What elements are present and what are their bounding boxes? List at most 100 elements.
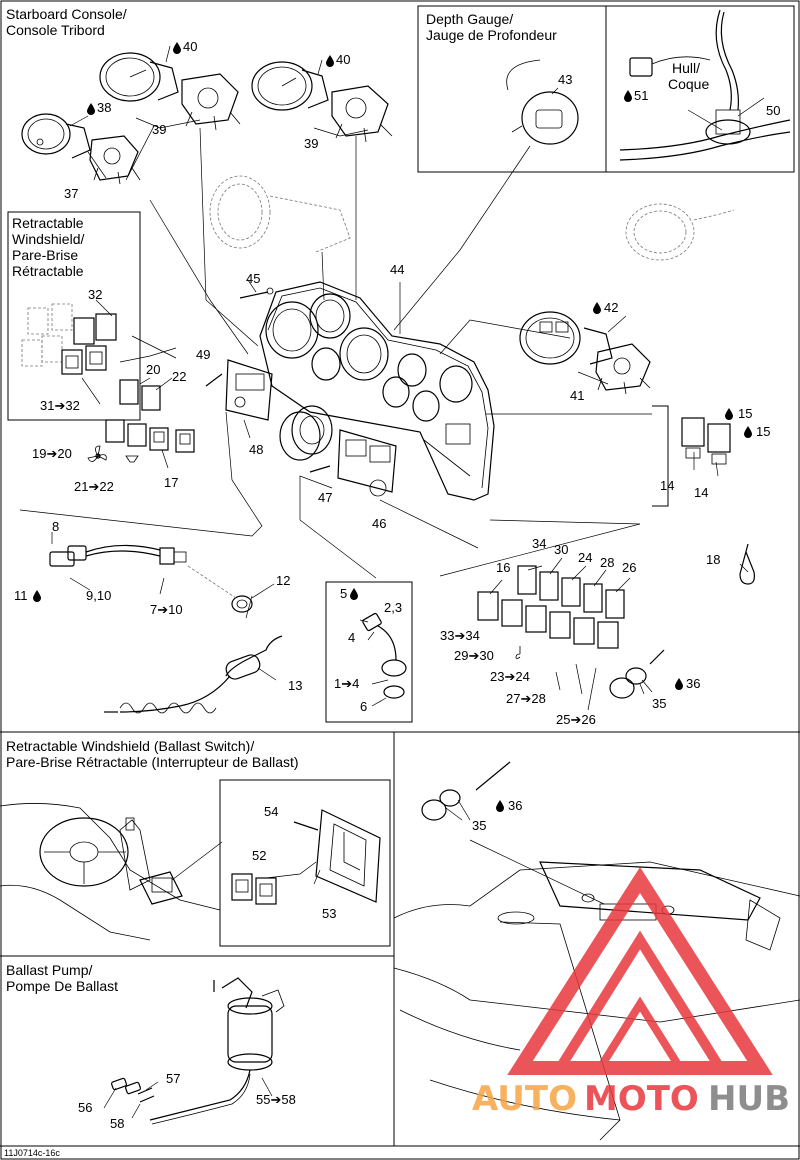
figure-code: 11J0714c-16c xyxy=(4,1148,60,1158)
switch-plate-48 xyxy=(225,359,273,421)
callout-42: 42 xyxy=(604,300,618,315)
callout-20: 20 xyxy=(146,362,160,377)
callout-15: 15 xyxy=(738,406,752,421)
starboard-title-en: Starboard Console/ xyxy=(6,6,127,22)
screw-47 xyxy=(309,465,331,473)
windshield-title-1: Retractable xyxy=(12,215,84,231)
gauge-bracket-39a xyxy=(181,73,241,131)
drop-icon xyxy=(326,55,334,67)
drop-icon xyxy=(33,590,41,602)
callout-50: 50 xyxy=(766,103,780,118)
callout-36: 36 xyxy=(508,798,522,813)
drop-icon xyxy=(87,103,95,115)
callout-54: 54 xyxy=(264,804,278,819)
depth-title-en: Depth Gauge/ xyxy=(426,11,513,27)
switch-covers-32 xyxy=(21,303,117,367)
callout-19-20: 19➔20 xyxy=(32,446,72,461)
leader-windshield-arrow xyxy=(131,335,177,359)
callout-1-4: 1➔4 xyxy=(334,676,359,691)
callout-25-26: 25➔26 xyxy=(556,712,596,727)
callout-30: 30 xyxy=(554,542,568,557)
drop-icons xyxy=(33,42,752,812)
callout-35: 35 xyxy=(652,696,666,711)
gauge-bracket-37 xyxy=(89,135,141,185)
callout-8: 8 xyxy=(52,519,59,534)
callout-29-30: 29➔30 xyxy=(454,648,494,663)
boat-interior-scene xyxy=(393,839,800,1141)
callout-38: 38 xyxy=(97,100,111,115)
switches-16-33 xyxy=(477,591,619,659)
callout-18: 18 xyxy=(706,552,720,567)
callout-40: 40 xyxy=(183,39,197,54)
harness-8-11 xyxy=(49,544,187,567)
connectors-56-58 xyxy=(111,1077,155,1103)
gauge-tachometer xyxy=(99,52,179,102)
switch-covers-20-22 xyxy=(119,379,161,411)
callout-53: 53 xyxy=(322,906,336,921)
drop-icon xyxy=(725,408,733,420)
gauge-42 xyxy=(519,311,613,365)
callout-4: 4 xyxy=(348,630,355,645)
windshield-box xyxy=(7,211,141,421)
ballast-pump-title-fr: Pompe De Ballast xyxy=(6,978,118,994)
switches-31 xyxy=(61,345,107,375)
gauge-small-38 xyxy=(21,113,91,159)
drop-icon xyxy=(744,426,752,438)
screw-49 xyxy=(205,373,223,387)
callout-51: 51 xyxy=(634,88,648,103)
lighter-socket-35b xyxy=(421,761,511,821)
depth-gauge-43 xyxy=(506,59,579,145)
starboard-title-fr: Console Tribord xyxy=(6,22,105,38)
callout-2-3: 2,3 xyxy=(384,600,402,615)
switch-panel-46 xyxy=(337,429,397,497)
callout-15: 15 xyxy=(756,424,770,439)
screw-54 xyxy=(293,821,319,831)
drop-icon xyxy=(593,302,601,314)
callout-56: 56 xyxy=(78,1100,92,1115)
switch-plate-53 xyxy=(315,809,381,903)
gauge-ghost-center xyxy=(209,175,351,253)
callout-40: 40 xyxy=(336,52,350,67)
switch-harness-1-6 xyxy=(362,612,407,699)
callout-33-34: 33➔34 xyxy=(440,628,480,643)
callout-7-10: 7➔10 xyxy=(150,602,183,617)
gauge-bracket-41 xyxy=(595,343,651,395)
leader-lines xyxy=(19,45,765,1119)
callout-9-10: 9,10 xyxy=(86,588,111,603)
callout-41: 41 xyxy=(570,388,584,403)
drop-icon xyxy=(496,800,504,812)
callout-35: 35 xyxy=(472,818,486,833)
callout-39: 39 xyxy=(304,136,318,151)
callout-36: 36 xyxy=(686,676,700,691)
screw-45 xyxy=(239,287,274,299)
hull-title-fr: Coque xyxy=(668,76,709,92)
lanyard-12-13 xyxy=(104,565,283,714)
callout-23-24: 23➔24 xyxy=(490,669,530,684)
callout-31-32: 31➔32 xyxy=(40,398,80,413)
callout-32: 32 xyxy=(88,287,102,302)
callout-17: 17 xyxy=(164,475,178,490)
switches-17 xyxy=(105,419,195,453)
callout-21-22: 21➔22 xyxy=(74,479,114,494)
callout-13: 13 xyxy=(288,678,302,693)
hull-title-en: Hull/ xyxy=(672,60,700,76)
callout-labels: 40 40 39 39 38 37 43 51 50 45 44 42 41 3… xyxy=(14,39,780,1131)
callout-57: 57 xyxy=(166,1071,180,1086)
callout-58: 58 xyxy=(110,1116,124,1131)
callout-26: 26 xyxy=(622,560,636,575)
callout-12: 12 xyxy=(276,573,290,588)
drop-icon xyxy=(624,90,632,102)
ballast-pump-title-en: Ballast Pump/ xyxy=(6,962,92,978)
callout-48: 48 xyxy=(249,442,263,457)
callout-28: 28 xyxy=(600,555,614,570)
callout-37: 37 xyxy=(64,186,78,201)
watermark-logo: AUTO MOTO HUB xyxy=(472,866,790,1119)
fan-icon-19 xyxy=(87,445,107,462)
throttle-knob xyxy=(279,405,333,461)
tie-wrap-18 xyxy=(739,543,755,585)
depth-sensor-50 xyxy=(619,9,791,161)
windshield-title-3: Pare-Brise xyxy=(12,247,78,263)
watermark-text-hub: HUB xyxy=(708,1079,790,1119)
